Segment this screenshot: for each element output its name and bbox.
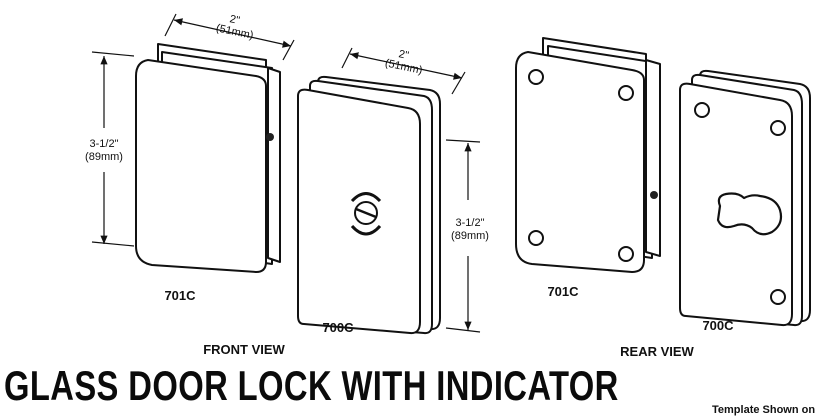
part-label-front-701c: 701C bbox=[164, 288, 196, 303]
dim-height-b-inches: 3-1/2" bbox=[456, 217, 485, 229]
rear-view-caption: REAR VIEW bbox=[620, 344, 694, 359]
dim-width-b-mm: (51mm) bbox=[384, 57, 424, 77]
rear-701c-lock-body bbox=[515, 37, 661, 273]
part-label-rear-701c: 701C bbox=[547, 284, 579, 299]
front-view-caption: FRONT VIEW bbox=[203, 342, 285, 357]
mounting-hole-icon bbox=[528, 69, 544, 85]
mounting-hole-icon bbox=[770, 289, 786, 305]
dim-width-a-mm: (51mm) bbox=[215, 22, 255, 42]
mounting-hole-icon bbox=[770, 120, 786, 136]
front-700c-lock-body bbox=[297, 75, 441, 335]
screw-hole-icon bbox=[650, 191, 658, 199]
template-note: Template Shown on bbox=[712, 404, 816, 416]
dim-width-a-inches: 2" bbox=[228, 13, 240, 27]
mounting-hole-icon bbox=[618, 85, 634, 101]
front-701c-lock-body bbox=[135, 43, 281, 273]
indicator-thumbturn-icon bbox=[350, 192, 382, 236]
dim-height-b-mm: (89mm) bbox=[451, 230, 489, 242]
mounting-hole-icon bbox=[618, 246, 634, 262]
thumbturn-slot-icon bbox=[716, 192, 783, 236]
part-label-front-700c: 700C bbox=[322, 320, 354, 335]
dim-width-b-inches: 2" bbox=[397, 48, 409, 62]
mounting-hole-icon bbox=[528, 230, 544, 246]
rear-700c-lock-body bbox=[679, 69, 811, 327]
dim-height-a-inches: 3-1/2" bbox=[90, 138, 119, 150]
part-label-rear-700c: 700C bbox=[702, 318, 734, 333]
screw-hole-icon bbox=[266, 133, 274, 141]
page-title: GLASS DOOR LOCK WITH INDICATOR bbox=[4, 362, 619, 409]
mounting-hole-icon bbox=[694, 102, 710, 118]
dim-height-a-mm: (89mm) bbox=[85, 151, 123, 163]
